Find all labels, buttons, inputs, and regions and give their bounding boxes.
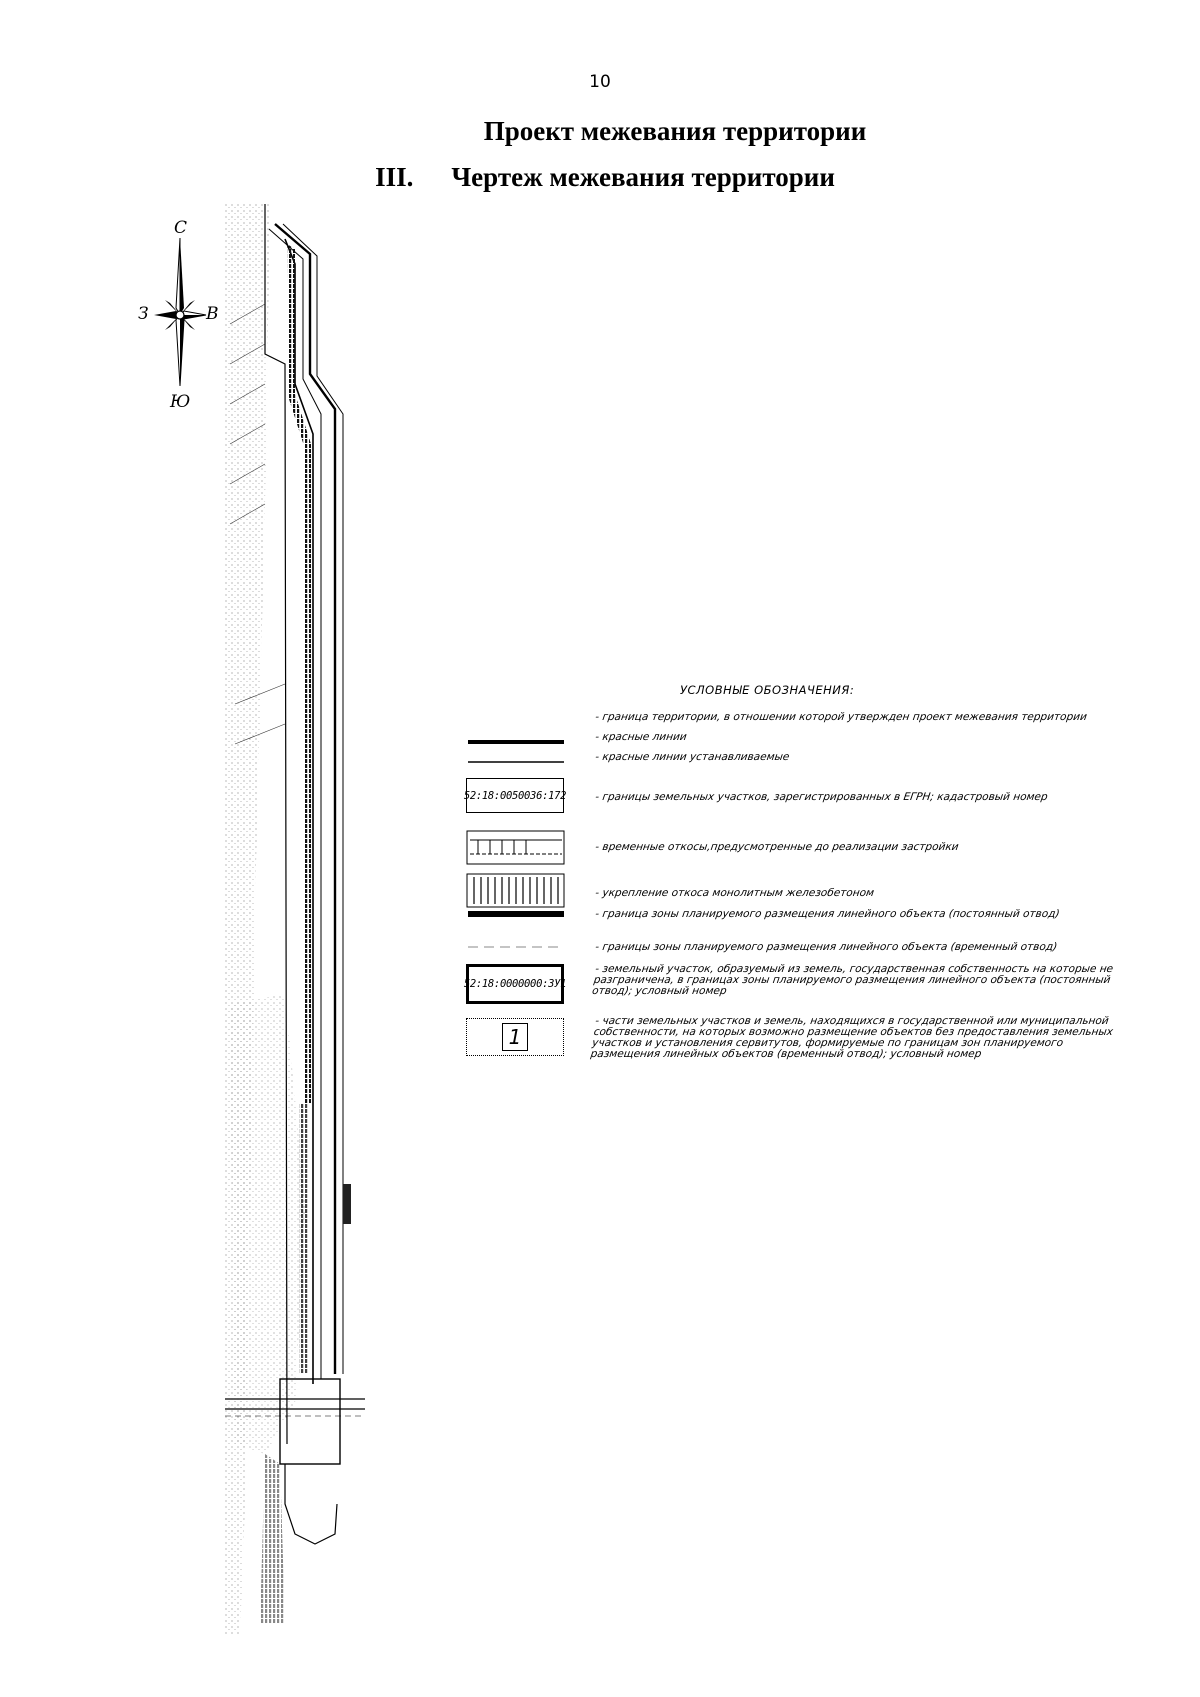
section-title: Чертеж межевания территории: [451, 162, 835, 192]
legend-item-red-lines-established: - красные линии устанавливаемые: [594, 751, 791, 763]
legend-symbol-permanent-allotment: [468, 911, 564, 917]
legend-item-temporary-slopes: - временные откосы,предусмотренные до ре…: [594, 841, 960, 853]
legend-symbol-formed-parcel-label: 52:18:0000000:3У1: [463, 978, 567, 990]
legend-item-cadastral-parcels: - границы земельных участков, зарегистри…: [594, 791, 1049, 803]
map-linework: [225, 204, 365, 1634]
compass-east-label: В: [206, 304, 219, 324]
legend-item-territory-boundary: - граница территории, в отношении которо…: [594, 711, 1088, 723]
legend-item-concrete-slope: - укрепление откоса монолитным железобет…: [594, 887, 875, 899]
compass-west-label: З: [138, 304, 149, 324]
legend-symbol-land-part: 1: [466, 1018, 564, 1056]
legend-symbol-land-part-label: 1: [502, 1023, 528, 1051]
compass-north-label: С: [174, 218, 188, 238]
compass-star-icon: [154, 237, 207, 387]
section-number: III.: [375, 162, 414, 192]
legend-symbol-red-lines: [468, 761, 564, 763]
legend-item-formed-parcel: - земельный участок, образуемый из земел…: [591, 963, 1114, 997]
legend-symbol-territory-boundary: [468, 740, 564, 744]
document-title: Проект межевания территории: [483, 116, 867, 146]
legend-symbol-temporary-slopes: [466, 830, 565, 865]
legend-item-red-lines: - красные линии: [594, 731, 688, 743]
legend-title: УСЛОВНЫЕ ОБОЗНАЧЕНИЯ:: [680, 683, 855, 697]
page-number: 10: [589, 72, 611, 92]
legend-symbol-cadastral-parcel: 52:18:0050036:172: [463, 778, 567, 813]
legend-item-land-parts: - части земельных участков и земель, нах…: [589, 1015, 1114, 1060]
section-heading: III. Чертеж межевания территории: [0, 162, 1200, 193]
legend-item-permanent-allotment: - граница зоны планируемого размещения л…: [594, 908, 1061, 920]
compass-rose: С Ю З В: [138, 218, 220, 412]
legend-item-temporary-allotment: - границы зоны планируемого размещения л…: [594, 941, 1059, 953]
legend-symbol-cadastral-label: 52:18:0050036:172: [463, 789, 567, 802]
compass-south-label: Ю: [170, 392, 191, 412]
legend-symbol-concrete-slope: [466, 873, 565, 908]
legend-symbol-temporary-allotment: [468, 946, 564, 948]
legend-symbol-formed-parcel: 52:18:0000000:3У1: [463, 964, 567, 1004]
territory-survey-map: [225, 204, 415, 1634]
